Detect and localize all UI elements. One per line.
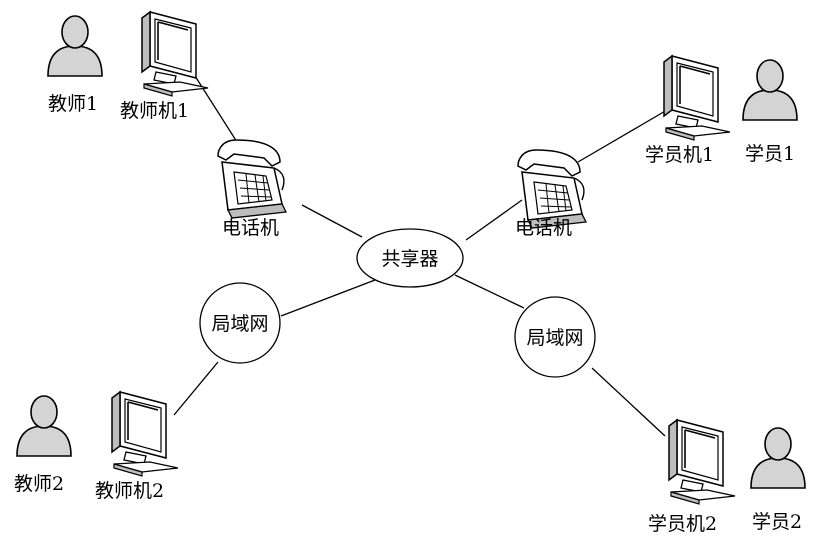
link-hub-lan-left [280,279,376,317]
link-student1-pc-phone [577,109,668,163]
hub-node [356,228,464,288]
student2-label: 学员2 [752,511,802,533]
teacher2-label: 教师2 [14,473,64,495]
monitor-icon [111,391,179,477]
lan-right-label: 局域网 [526,327,583,349]
link-lan-left-teacher2-pc [173,361,219,416]
teacher1-label: 教师1 [48,93,98,115]
lan-left-label: 局域网 [211,313,268,335]
lan-right-node [514,296,596,378]
link-phone-right-hub [465,199,523,241]
teacher2-pc-label: 教师机2 [95,480,164,502]
connections [173,75,668,437]
student1-label: 学员1 [745,143,795,165]
person-icon [47,15,103,77]
phone-right-label: 电话机 [515,217,572,239]
person-icon [742,59,798,121]
hub-label: 共享器 [381,248,438,270]
link-phone-left-hub [301,204,363,238]
link-lan-right-student2-pc [591,367,666,437]
lan-left-node [199,282,281,364]
monitor-icon [663,55,731,141]
student1-pc-label: 学员机1 [645,144,714,166]
link-hub-lan-right [454,274,525,309]
person-icon [750,427,806,489]
telephone-icon [217,139,287,219]
person-icon [16,395,72,457]
student2-pc-label: 学员机2 [648,513,717,535]
monitor-icon [668,419,736,505]
monitor-icon [141,11,209,97]
teacher1-pc-label: 教师机1 [120,100,189,122]
phone-left-label: 电话机 [222,217,279,239]
